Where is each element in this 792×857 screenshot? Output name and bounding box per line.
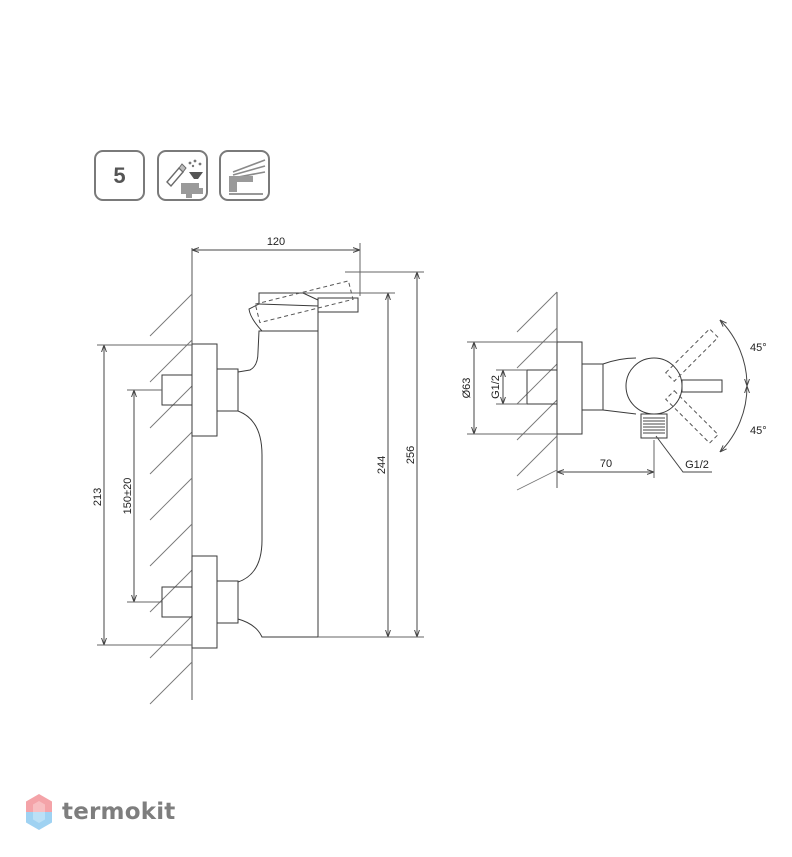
dim-depth: 70: [600, 458, 612, 470]
dim-spacing-150: 150±20: [122, 478, 134, 515]
lower-connector: [216, 580, 239, 624]
cartridge-cap: [248, 292, 319, 332]
side-escutcheon: [556, 341, 583, 435]
angle-label-up: 45°: [750, 342, 767, 354]
single-lever-mixer-icon: [219, 150, 270, 201]
lever-rotated-dashed: [254, 280, 354, 324]
dim-height-256: 256: [405, 446, 417, 464]
dim-height-244: 244: [376, 456, 388, 474]
side-cartridge-circle: [625, 357, 683, 415]
side-view: [467, 291, 747, 491]
dim-outlet-thread: G1/2: [685, 459, 709, 471]
lever-handle: [317, 297, 359, 313]
side-lever: [681, 379, 723, 393]
side-wall-hatching: [516, 291, 558, 491]
front-view: [97, 243, 424, 705]
side-connector: [581, 363, 604, 411]
wall-hatching: [149, 293, 193, 705]
dim-width: 120: [267, 236, 285, 248]
single-lever-glyph: [229, 159, 266, 195]
dim-height-213: 213: [92, 488, 104, 506]
side-inlet-pipe: [526, 369, 558, 405]
dim-inlet-thread: G1/2: [490, 375, 502, 399]
lower-inlet-pipe: [161, 586, 193, 618]
upper-connector: [216, 368, 239, 412]
hexagon-logo-icon: [26, 794, 52, 830]
dim-diameter: Ø63: [461, 378, 473, 399]
warranty-years-value: 5: [113, 162, 126, 188]
lower-escutcheon: [191, 555, 218, 649]
side-body-neck: [602, 357, 637, 415]
side-lever-rotated-dashed: [665, 328, 719, 444]
upper-escutcheon: [191, 343, 218, 437]
cleaning-spray-icon: [157, 150, 208, 201]
angle-label-down: 45°: [750, 425, 767, 437]
angle-arc-up: [720, 320, 747, 386]
outlet-thread: [643, 417, 665, 434]
warranty-years-badge: 5: [94, 150, 145, 201]
brand-name: termokit: [62, 799, 176, 825]
angle-arc-down: [720, 386, 747, 452]
mixer-body: [237, 330, 319, 638]
brand-logo: termokit: [24, 792, 175, 832]
cleaning-spray-glyph: [166, 159, 203, 198]
